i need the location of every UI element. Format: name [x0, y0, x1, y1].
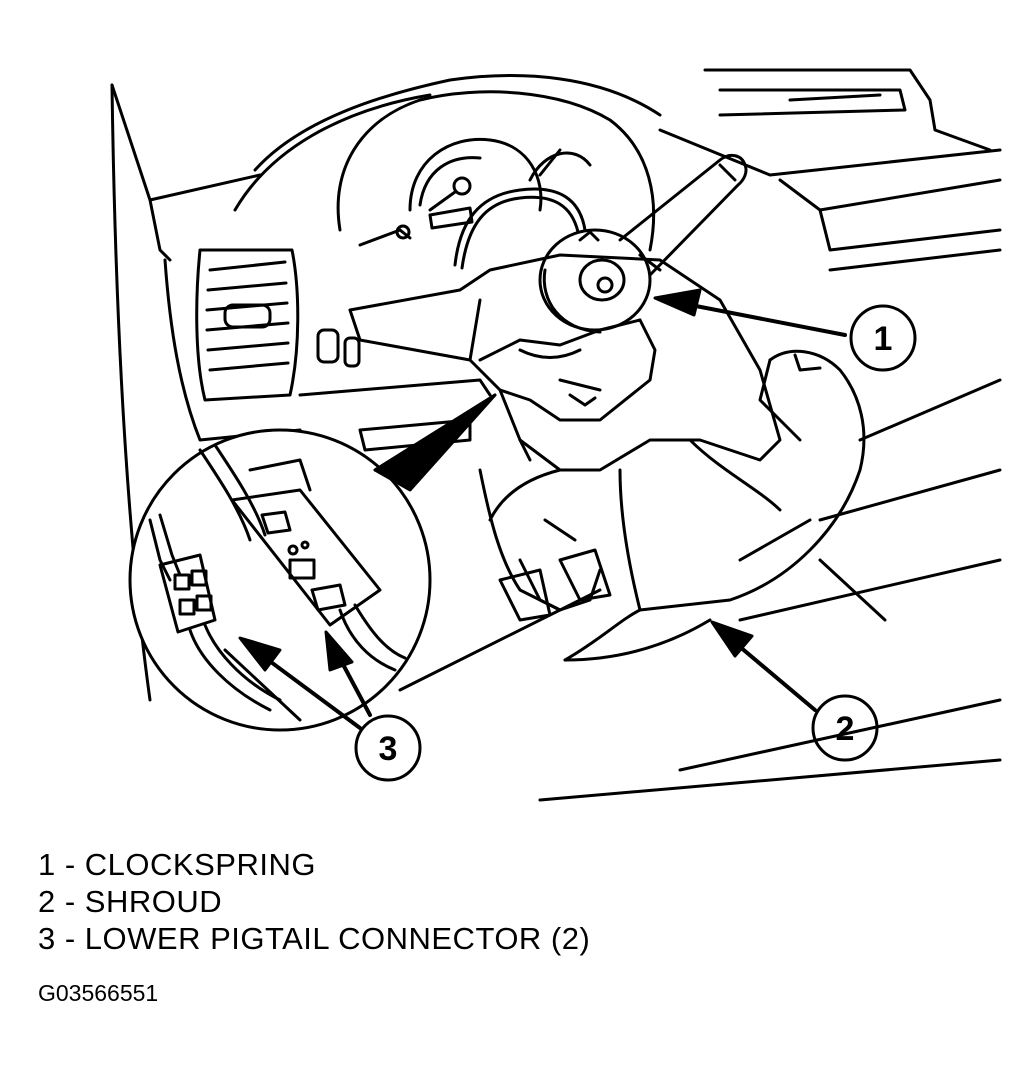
legend-item-clockspring: 1 - CLOCKSPRING	[38, 847, 316, 882]
callout-2	[710, 620, 879, 762]
clockspring	[538, 228, 652, 334]
legend-item-shroud: 2 - SHROUD	[38, 884, 223, 919]
instrument-cluster	[336, 90, 656, 252]
dash-switches	[298, 328, 492, 452]
callout-3-label: 3	[379, 730, 398, 768]
lower-shroud	[563, 349, 866, 662]
detail-leader	[373, 393, 497, 492]
legend-item-pigtail-connector: 3 - LOWER PIGTAIL CONNECTOR (2)	[38, 921, 591, 956]
callout-1	[653, 288, 917, 372]
callout-3	[238, 630, 422, 782]
dashboard-outline	[110, 68, 1002, 802]
air-vent	[163, 248, 302, 442]
callout-2-label: 2	[836, 710, 855, 748]
multifunction-stalk	[618, 153, 748, 277]
callout-1-label: 1	[874, 320, 893, 358]
clockspring-installation-illustration: 1 2 3	[110, 68, 1002, 802]
clockspring-wire	[453, 187, 587, 270]
legend: 1 - CLOCKSPRING 2 - SHROUD 3 - LOWER PIG…	[38, 846, 590, 957]
figure-id: G03566551	[38, 980, 159, 1006]
connector-detail-view	[128, 428, 432, 732]
pedals	[478, 468, 612, 622]
